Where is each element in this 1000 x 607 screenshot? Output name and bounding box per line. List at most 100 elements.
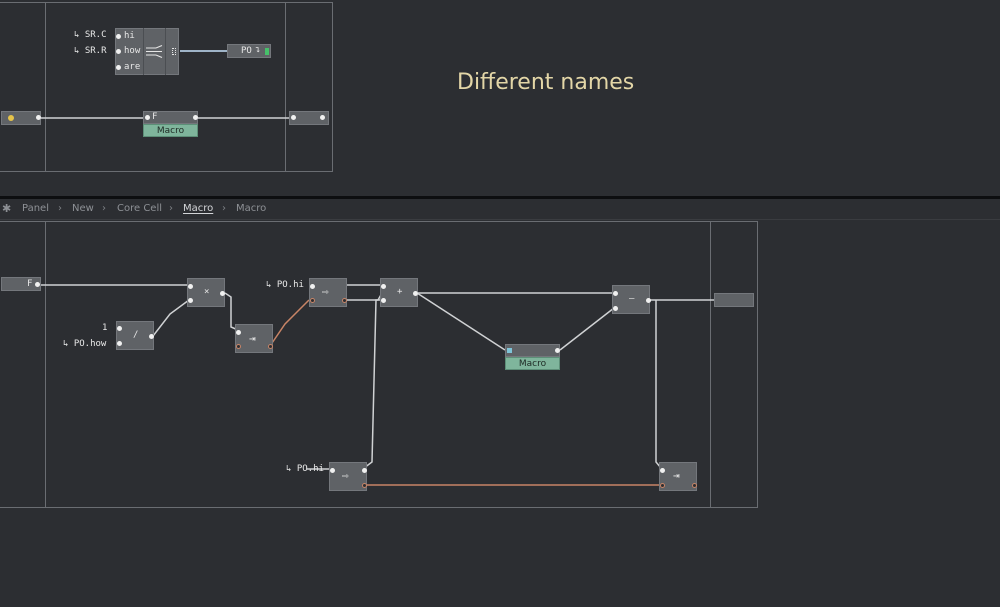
bug-icon[interactable]: ✱ bbox=[2, 202, 12, 215]
top-frame-right-divider bbox=[285, 2, 286, 172]
receive-node-2[interactable]: ⇥ bbox=[659, 462, 697, 491]
top-wires bbox=[38, 50, 292, 119]
input-node-out-port[interactable] bbox=[36, 115, 41, 120]
po-node[interactable]: PO ↴ bbox=[227, 44, 271, 58]
output-node-port[interactable] bbox=[320, 115, 325, 120]
top-canvas[interactable]: ↳ SR.C ↳ SR.R hi how are PO ↴ F bbox=[0, 0, 1000, 196]
bottom-frame-left-divider bbox=[45, 221, 46, 508]
top-frame-left-divider bbox=[45, 2, 46, 172]
port-how[interactable] bbox=[116, 49, 121, 54]
pane-divider[interactable] bbox=[0, 196, 1000, 199]
component-node[interactable]: hi how are bbox=[115, 28, 179, 75]
send-node-2-feedback-out[interactable] bbox=[362, 483, 367, 488]
minus-label: – bbox=[629, 294, 635, 304]
breadcrumb-item-core-cell[interactable]: Core Cell bbox=[117, 203, 163, 214]
breadcrumb-item-macro-active[interactable]: Macro bbox=[183, 203, 214, 214]
multiply-out-port[interactable] bbox=[220, 291, 225, 296]
receive-node-2-feedback-in[interactable] bbox=[660, 483, 665, 488]
bus-port[interactable] bbox=[172, 48, 176, 55]
breadcrumb: ✱ Panel › New › Core Cell › Macro › Macr… bbox=[0, 199, 1000, 220]
send-icon: ⇨ bbox=[322, 285, 329, 298]
receive-icon: ⇥ bbox=[249, 332, 256, 345]
plus-out-port[interactable] bbox=[413, 291, 418, 296]
divide-in-port-a[interactable] bbox=[117, 326, 122, 331]
plus-in-port-b[interactable] bbox=[381, 298, 386, 303]
minus-in-port-a[interactable] bbox=[613, 291, 618, 296]
multiply-in-port-b[interactable] bbox=[188, 298, 193, 303]
send-icon: ⇨ bbox=[342, 469, 349, 482]
multiply-label: × bbox=[204, 287, 210, 297]
loop-icon: ↴ bbox=[255, 45, 261, 55]
send-node-2-out-port[interactable] bbox=[362, 468, 367, 473]
divide-node[interactable]: / bbox=[116, 321, 154, 350]
input-po-hi-1: ↳ PO.hi bbox=[266, 280, 304, 290]
chevron-right-icon: › bbox=[102, 203, 106, 214]
bottom-canvas[interactable]: ✱ Panel › New › Core Cell › Macro › Macr… bbox=[0, 199, 1000, 607]
plus-in-port-a[interactable] bbox=[381, 284, 386, 289]
input-sr-r: ↳ SR.R bbox=[74, 46, 107, 56]
bottom-macro-tag[interactable]: Macro bbox=[505, 357, 560, 370]
port-hi-label: hi bbox=[124, 31, 135, 41]
divide-label: / bbox=[133, 330, 139, 340]
send-node-1-feedback-out[interactable] bbox=[342, 298, 347, 303]
port-hi[interactable] bbox=[116, 34, 121, 39]
receive-node-1-in-port[interactable] bbox=[236, 330, 241, 335]
port-are-label: are bbox=[124, 62, 141, 72]
input-sr-c: ↳ SR.C bbox=[74, 30, 107, 40]
plus-label: + bbox=[397, 287, 403, 297]
split-icon bbox=[146, 45, 163, 58]
receive-node-1-feedback-in[interactable] bbox=[236, 344, 241, 349]
output-node-in-port[interactable] bbox=[291, 115, 296, 120]
po-node-label: PO bbox=[241, 46, 252, 56]
minus-node[interactable]: – bbox=[612, 285, 651, 314]
divide-in-port-b[interactable] bbox=[117, 341, 122, 346]
receive-node-1-feedback-out[interactable] bbox=[268, 344, 273, 349]
receive-icon: ⇥ bbox=[673, 469, 680, 482]
bottom-wires bbox=[38, 284, 715, 486]
top-macro-tag[interactable]: Macro bbox=[143, 124, 198, 137]
input-po-hi-2: ↳ PO.hi bbox=[286, 464, 324, 474]
port-how-label: how bbox=[124, 46, 141, 56]
send-node-1-feedback-in[interactable] bbox=[310, 298, 315, 303]
breadcrumb-item-panel[interactable]: Panel bbox=[22, 203, 49, 214]
f-node-in-port[interactable] bbox=[145, 115, 150, 120]
minus-in-port-b[interactable] bbox=[613, 306, 618, 311]
breadcrumb-item-new[interactable]: New bbox=[72, 203, 94, 214]
receive-node-1[interactable]: ⇥ bbox=[235, 324, 273, 353]
receive-node-2-in-port[interactable] bbox=[660, 468, 665, 473]
macro-node[interactable] bbox=[505, 344, 560, 357]
f-node-out-port[interactable] bbox=[193, 115, 198, 120]
multiply-node[interactable]: × bbox=[187, 278, 225, 307]
breadcrumb-item-macro[interactable]: Macro bbox=[236, 203, 267, 214]
top-f-node[interactable]: F bbox=[143, 111, 198, 124]
bottom-f-node[interactable]: F bbox=[1, 277, 41, 291]
bottom-f-label: F bbox=[27, 279, 33, 289]
chevron-right-icon: › bbox=[222, 203, 226, 214]
status-indicator bbox=[265, 48, 269, 55]
divide-out-port[interactable] bbox=[149, 334, 154, 339]
bottom-frame-right-divider bbox=[710, 221, 711, 508]
top-output-node[interactable] bbox=[289, 111, 329, 125]
minus-out-port[interactable] bbox=[646, 298, 651, 303]
multiply-in-port-a[interactable] bbox=[188, 284, 193, 289]
chevron-right-icon: › bbox=[169, 203, 173, 214]
chevron-right-icon: › bbox=[58, 203, 62, 214]
send-node-2[interactable]: ⇨ bbox=[329, 462, 367, 491]
input-po-how: ↳ PO.how bbox=[63, 339, 107, 349]
receive-node-2-feedback-out[interactable] bbox=[692, 483, 697, 488]
send-node-2-in-port[interactable] bbox=[330, 468, 335, 473]
send-node-1-in-port[interactable] bbox=[310, 284, 315, 289]
top-input-node[interactable] bbox=[1, 111, 41, 125]
bottom-output-node[interactable] bbox=[714, 293, 754, 307]
port-are[interactable] bbox=[116, 65, 121, 70]
macro-out-port[interactable] bbox=[555, 348, 560, 353]
input-port-yellow[interactable] bbox=[8, 115, 14, 121]
plus-node[interactable]: + bbox=[380, 278, 418, 307]
bottom-frame bbox=[0, 221, 758, 508]
bottom-f-out-port[interactable] bbox=[35, 282, 40, 287]
page-title: Different names bbox=[457, 70, 635, 95]
const-one: 1 bbox=[102, 323, 108, 333]
f-node-label: F bbox=[152, 112, 158, 122]
send-node-1[interactable]: ⇨ bbox=[309, 278, 347, 307]
macro-in-port[interactable] bbox=[507, 348, 512, 353]
